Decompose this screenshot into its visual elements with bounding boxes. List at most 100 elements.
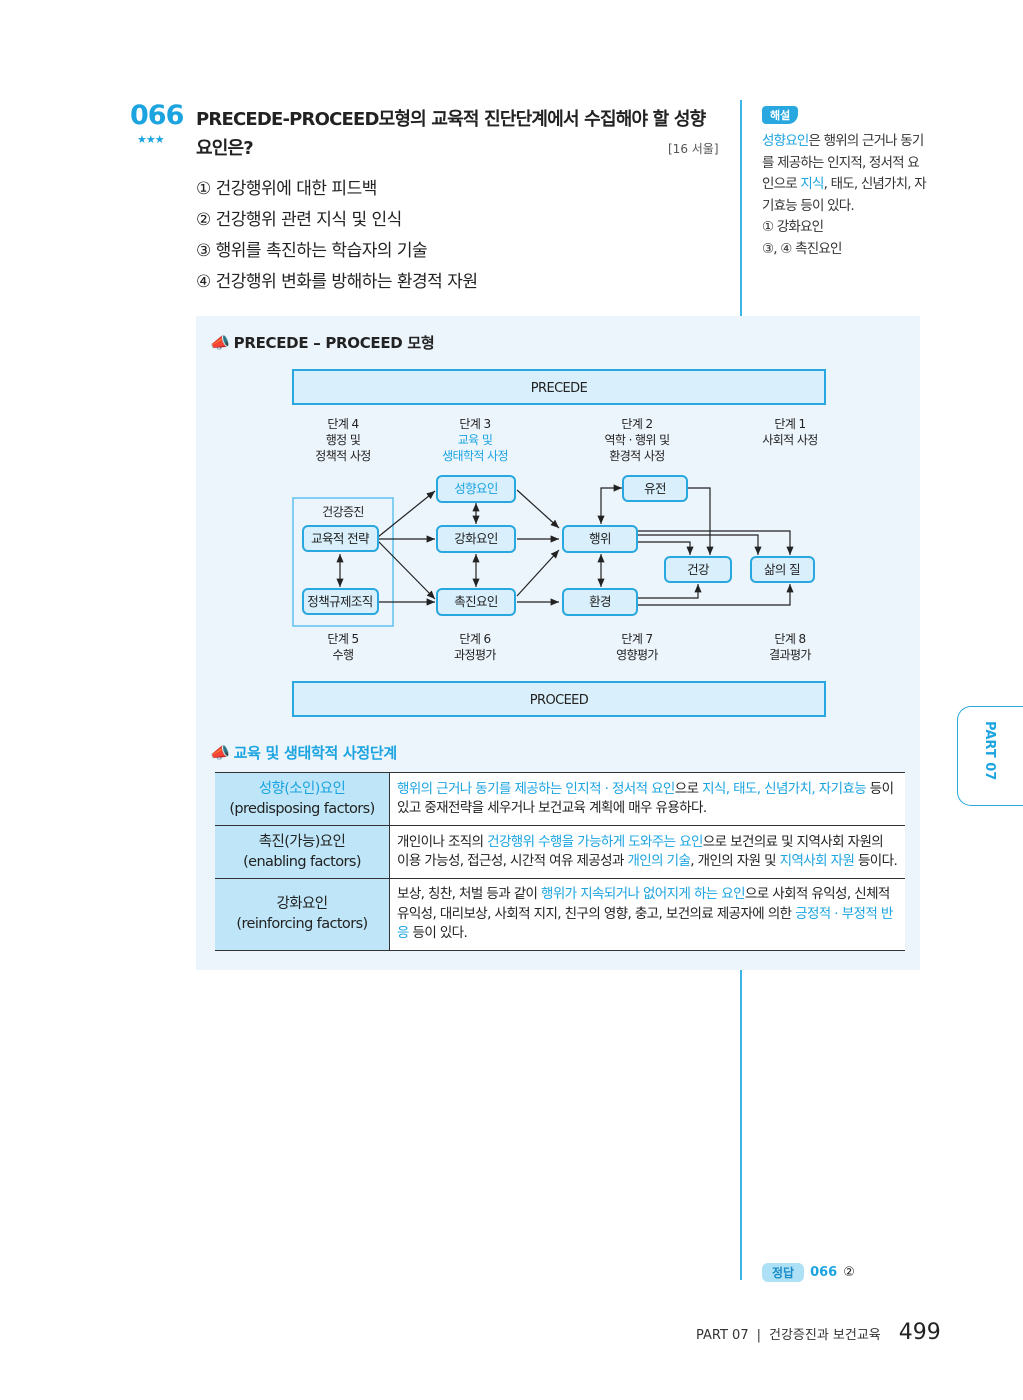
explanation-text: 성향요인은 행위의 근거나 동기를 제공하는 인지적, 정서적 요인으로 지식,…	[762, 131, 927, 260]
footer-chapter: 건강증진과 보건교육	[769, 1328, 881, 1343]
option-2[interactable]: ② 건강행위 관련 지식 및 인식	[196, 210, 402, 230]
option-1[interactable]: ① 건강행위에 대한 피드백	[196, 179, 377, 199]
answer: 정답 066 ②	[762, 1263, 855, 1282]
stage-label: 결과평가	[769, 648, 811, 662]
highlight: 지식, 태도, 신념가치, 자기효능	[702, 780, 867, 797]
stage-label: 생태학적 사정	[442, 449, 508, 463]
table-row: 강화요인 (reinforcing factors) 보상, 칭찬, 처벌 등과 같…	[215, 878, 905, 951]
part-side-tab-label: PART 07	[982, 721, 997, 781]
stage-label: 수행	[333, 647, 354, 662]
megaphone-icon: 📣	[210, 743, 230, 762]
question-number: 066	[130, 100, 184, 131]
factor-english: (reinforcing factors)	[236, 916, 368, 933]
highlight: 지역사회 자원	[779, 853, 855, 869]
node-education-strategy: 교육적 전략	[311, 531, 370, 546]
text: , 태도, 신념가치, 자기효능 등이 있다.	[762, 176, 927, 214]
factors-table: 성향(소인)요인 (predisposing factors) 행위의 근거나 동기…	[215, 772, 905, 951]
precede-label: PRECEDE	[531, 381, 588, 396]
factor-description: 개인이나 조직의 건강행위 수행을 가능하게 도와주는 요인으로 보건의료 및 …	[389, 825, 905, 879]
stage-label: 환경적 사정	[609, 449, 664, 463]
highlight: 성향요인	[762, 133, 809, 149]
stage-label: 행정 및	[326, 432, 361, 447]
stage-label: 역학 · 행위 및	[604, 432, 670, 447]
divider	[740, 100, 742, 316]
node-reinforcing: 강화요인	[454, 531, 498, 546]
node-predisposing: 성향요인	[454, 481, 498, 496]
highlight: 건강행위 수행을 가능하게 도와주는 요인	[487, 833, 703, 850]
footer-part: PART 07	[696, 1328, 749, 1343]
stage-label: 과정평가	[454, 648, 496, 662]
stage-label: 단계 1	[774, 417, 805, 431]
option-3[interactable]: ③ 행위를 촉진하는 학습자의 기술	[196, 241, 428, 261]
factor-english: (enabling factors)	[243, 854, 361, 870]
text: 보상, 칭찬, 처벌 등과 같이	[397, 886, 542, 902]
footer-separator: |	[756, 1328, 761, 1343]
explanation-line: ③, ④ 촉진요인	[762, 240, 842, 257]
text: , 개인의 자원 및	[690, 853, 780, 869]
text: 으로	[674, 780, 703, 797]
factor-korean: 성향(소인)요인	[258, 781, 346, 797]
section-title-text: PRECEDE – PROCEED 모형	[233, 334, 435, 352]
node-health: 건강	[687, 562, 710, 577]
highlight: 긍정적 · 부정적 반응	[397, 905, 893, 942]
section-title-table: 📣 교육 및 생태학적 사정단계	[210, 742, 397, 763]
text: 은 행위의 근거나 동기를 제공하는 인지적, 정서적 요인으로	[762, 133, 924, 192]
text: 으로 보건의료 및 지역사회 자원의 이용 가능성, 접근성, 시간적 여유 제…	[397, 833, 884, 870]
table-row: 성향(소인)요인 (predisposing factors) 행위의 근거나 동기…	[215, 772, 905, 826]
factor-description: 행위의 근거나 동기를 제공하는 인지적 · 정서적 요인으로 지식, 태도, …	[389, 772, 905, 826]
explanation-badge: 해설	[762, 106, 799, 124]
table-row: 촉진(가능)요인 (enabling factors) 개인이나 조직의 건강행위 …	[215, 825, 905, 879]
highlight: 행위가 지속되거나 없어지게 하는 요인	[541, 886, 745, 902]
stage-label: 단계 5	[327, 632, 358, 646]
node-quality-of-life: 삶의 질	[764, 562, 800, 577]
stage-label: 교육 및	[458, 433, 493, 447]
precede-proceed-diagram: PRECEDE PROCEED 단계 4 행정 및 정책적 사정 단계 3 교육…	[292, 369, 826, 717]
stage-label: 사회적 사정	[762, 433, 817, 447]
factor-description: 보상, 칭찬, 처벌 등과 같이 행위가 지속되거나 없어지게 하는 요인으로 …	[389, 878, 905, 951]
stage-label: 정책적 사정	[315, 448, 370, 463]
node-enabling: 촉진요인	[454, 594, 498, 609]
question-title: PRECEDE-PROCEED모형의 교육적 진단단계에서 수집해야 할 성향 …	[196, 109, 706, 159]
section-title-model: 📣 PRECEDE – PROCEED 모형	[210, 332, 435, 353]
node-genetics: 유전	[644, 481, 666, 496]
text: 으로 사회적 유익성, 신체적 유익성, 대리보상, 사회적 지지, 친구의 영…	[397, 886, 890, 922]
part-side-tab[interactable]: PART 07	[957, 706, 1023, 806]
factor-name: 촉진(가능)요인 (enabling factors)	[215, 825, 390, 879]
stage-label: 단계 7	[621, 632, 652, 646]
divider	[740, 970, 742, 1280]
text: 등이 있고 중재전략을 세우거나 보건교육 계획에 매우 유용하다.	[397, 780, 894, 817]
proceed-box	[292, 681, 826, 717]
highlight: 개인의 기술	[627, 853, 691, 869]
node-policy-regulation: 정책규제조직	[307, 594, 372, 609]
stage-label: 단계 3	[459, 417, 490, 431]
node-environment: 환경	[589, 594, 611, 609]
megaphone-icon: 📣	[210, 333, 230, 352]
footer: PART 07 | 건강증진과 보건교육 499	[696, 1320, 941, 1345]
text: 개인이나 조직의	[397, 833, 488, 850]
stage-label: 단계 2	[621, 417, 652, 431]
answer-badge: 정답	[762, 1263, 805, 1282]
text: 등이 있다.	[408, 925, 468, 941]
option-4[interactable]: ④ 건강행위 변화를 방해하는 환경적 자원	[196, 272, 478, 292]
answer-choice: ②	[843, 1265, 855, 1280]
health-promotion-group	[292, 497, 394, 627]
factor-name: 성향(소인)요인 (predisposing factors)	[215, 772, 390, 826]
proceed-label: PROCEED	[530, 693, 589, 708]
group-label: 건강증진	[322, 505, 364, 519]
factor-korean: 촉진(가능)요인	[258, 834, 346, 850]
highlight: 행위의 근거나 동기를 제공하는 인지적 · 정서적 요인	[397, 780, 675, 797]
section-title-text: 교육 및 생태학적 사정단계	[233, 744, 398, 762]
factor-english: (predisposing factors)	[229, 801, 375, 817]
stage-label: 단계 4	[327, 417, 358, 431]
explanation-line: ① 강화요인	[762, 219, 824, 235]
precede-box	[292, 369, 826, 405]
stage-label: 영향평가	[616, 648, 658, 662]
factor-name: 강화요인 (reinforcing factors)	[215, 878, 390, 951]
stage-label: 단계 6	[459, 632, 490, 646]
page-number: 499	[898, 1320, 941, 1345]
stage-label: 단계 8	[774, 632, 805, 646]
difficulty-stars: ★★★	[137, 133, 165, 146]
factor-korean: 강화요인	[276, 896, 329, 913]
highlight: 지식	[800, 176, 824, 192]
